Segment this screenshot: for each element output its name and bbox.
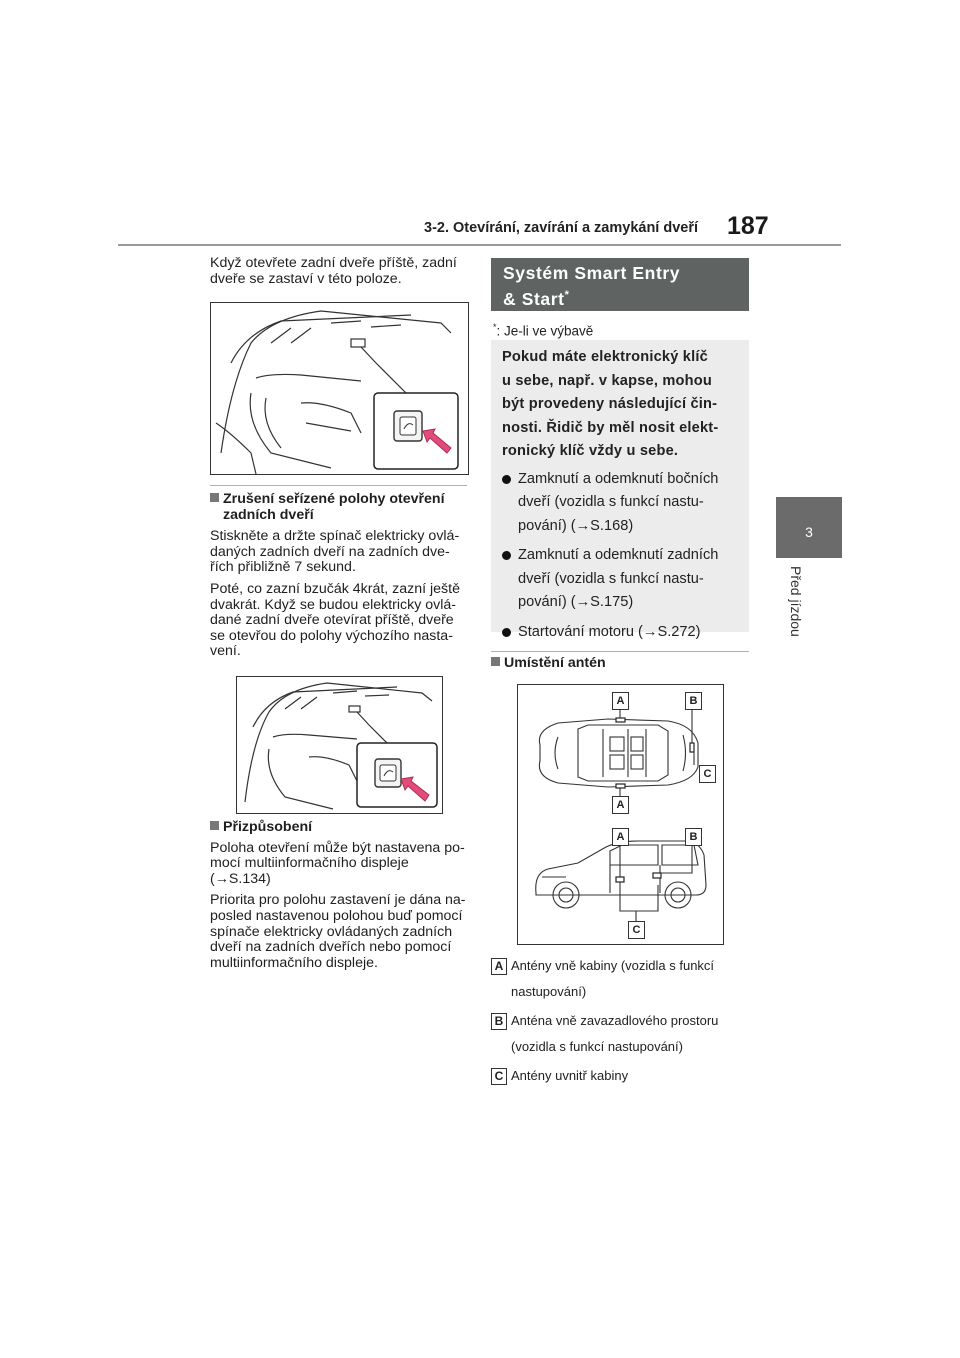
bullet-line: Zamknutí a odemknutí zadních (518, 547, 719, 563)
divider (491, 651, 749, 652)
legend-line: nastupování) (511, 984, 587, 999)
legend-text: Anténa vně zavazadlového prostoru (vozidl… (511, 1008, 718, 1060)
legend-item-a: A Antény vně kabiny (vozidla s funkcí nas… (491, 953, 761, 999)
section-header-title: 3-2. Otevírání, zavírání a zamykání dveř… (424, 220, 699, 236)
chapter-tab[interactable]: 3 (776, 497, 842, 558)
antenna-label-a: A (612, 796, 629, 814)
heading-line: Přizpůsobení (223, 819, 313, 835)
heading-line: zadních dveří (223, 506, 314, 523)
square-bullet-icon (210, 493, 219, 502)
paragraph-line: spínače elektricky ovládaných zadních (210, 923, 453, 940)
lead-line: u sebe, např. v kapse, mohou (502, 372, 712, 389)
legend-text: Antény uvnitř kabiny (511, 1063, 628, 1089)
header-divider (118, 244, 841, 246)
legend-text: Antény vně kabiny (vozidla s funkcí nastu… (511, 953, 714, 1005)
antenna-label-c: C (699, 765, 716, 783)
legend-line: Antény uvnitř kabiny (511, 1068, 629, 1083)
lead-line: Pokud máte elektronický klíč (502, 349, 708, 365)
paragraph-line: dané zadní dveře otevírat příště, dveře (210, 612, 454, 629)
legend-item-b: B Anténa vně zavazadlového prostoru (vozi… (491, 1008, 761, 1054)
info-box: Pokud máte elektronický klíč u sebe, nap… (491, 340, 749, 640)
note-text: : Je-li ve výbavě (496, 323, 594, 339)
chapter-label: Před jízdou (786, 566, 806, 646)
intro-text: Když otevřete zadní dveře příště, zadní … (210, 255, 457, 287)
section-customization: Přizpůsobení Poloha otevření může být na… (210, 819, 472, 971)
bullet-line: dveří (vozidla s funkcí nastu- (518, 494, 704, 510)
paragraph-line: řích přibližně 7 sekund. (210, 559, 356, 576)
antenna-label-b: B (685, 828, 702, 846)
section-heading: Zrušení seřízené polohy otevření (210, 491, 472, 508)
cross-reference-link[interactable]: (→S.134) (210, 870, 271, 887)
vehicle-diagram (535, 709, 707, 923)
section-title-bar: Systém Smart Entry & Start* (491, 258, 749, 311)
section-heading: Přizpůsobení (210, 819, 472, 836)
asterisk-mark: * (564, 289, 570, 301)
cross-reference-link[interactable]: Startování motoru (→S.272) (518, 623, 701, 640)
paragraph-line: Poté, co zazní bzučák 4krát, zazní ještě (210, 580, 460, 597)
legend-badge: C (491, 1068, 507, 1085)
paragraph-line: vení. (210, 643, 241, 660)
antenna-label-a: A (612, 692, 629, 710)
bullet-line: dveří (vozidla s funkcí nastu- (518, 570, 704, 587)
cross-reference-link[interactable]: pování) (→S.175) (518, 594, 634, 610)
lead-text: Pokud máte elektronický klíč u sebe, nap… (502, 346, 739, 464)
chapter-label-text: Před jízdou (788, 566, 804, 637)
legend-line: Antény vně kabiny (vozidla s funkcí (511, 958, 715, 973)
section-title-line: & Start* (503, 284, 749, 310)
paragraph-line: se otevřou do polohy výchozího nasta- (210, 627, 453, 644)
paragraph-line: Stiskněte a držte spínač elektricky ovlá… (210, 528, 460, 545)
equipment-note: *: Je-li ve výbavě (493, 322, 593, 339)
antenna-diagram: A B C A A B C (517, 684, 724, 945)
section-title-text: & Start (503, 288, 565, 309)
paragraph-line: Poloha otevření může být nastavena po- (210, 839, 465, 856)
legend-line: Anténa vně zavazadlového prostoru (511, 1013, 719, 1028)
legend-badge: A (491, 958, 507, 975)
lead-line: být provedeny následující čin- (502, 396, 718, 412)
section-heading: Umístění antén (491, 655, 606, 672)
heading-line: Umístění antén (504, 655, 606, 671)
paragraph-line: dveří na zadních dveřích nebo pomocí (210, 939, 452, 956)
square-bullet-icon (491, 657, 500, 666)
lead-line: nosti. Řidič by měl nosit elekt- (502, 419, 719, 436)
section-title-line: Systém Smart Entry (503, 263, 681, 283)
antenna-label-a: A (612, 828, 629, 846)
tailgate-illustration-2 (244, 682, 438, 810)
paragraph-line: mocí multiinformačního displeje (210, 855, 409, 872)
antenna-label-b: B (685, 692, 702, 710)
antenna-label-c: C (628, 921, 645, 939)
square-bullet-icon (210, 821, 219, 830)
asterisk-mark: * (493, 322, 497, 332)
paragraph-line: multiinformačního displeje. (210, 954, 378, 971)
lead-line: ronický klíč vždy u sebe. (502, 443, 679, 459)
legend-line: (vozidla s funkcí nastupování) (511, 1039, 683, 1054)
divider (210, 485, 467, 486)
legend-badge: B (491, 1013, 507, 1030)
bullet-item: Zamknutí a odemknutí zadních dveří (vozi… (502, 544, 739, 615)
tailgate-figure-2 (236, 676, 443, 814)
bullet-line: Zamknutí a odemknutí bočních (518, 470, 719, 487)
tailgate-figure-1 (210, 302, 469, 475)
cross-reference-link[interactable]: pování) (→S.168) (518, 517, 634, 534)
page-number: 187 (727, 212, 769, 240)
bullet-item: Startování motoru (→S.272) (502, 621, 739, 645)
paragraph-line: posled nastavenou polohou buď pomocí (210, 907, 463, 924)
tailgate-illustration-1 (215, 310, 459, 474)
paragraph-line: dvakrát. Když se budou elektricky ovlá- (210, 596, 457, 613)
heading-line: Zrušení seřízené polohy otevření (223, 491, 445, 507)
paragraph-line: Priorita pro polohu zastavení je dána na… (210, 892, 466, 909)
legend-item-c: C Antény uvnitř kabiny (491, 1063, 761, 1089)
bullet-item: Zamknutí a odemknutí bočních dveří (vozi… (502, 468, 739, 539)
paragraph-line: daných zadních dveří na zadních dve- (210, 543, 450, 560)
section-cancel-position: Zrušení seřízené polohy otevření zadních… (210, 491, 472, 660)
